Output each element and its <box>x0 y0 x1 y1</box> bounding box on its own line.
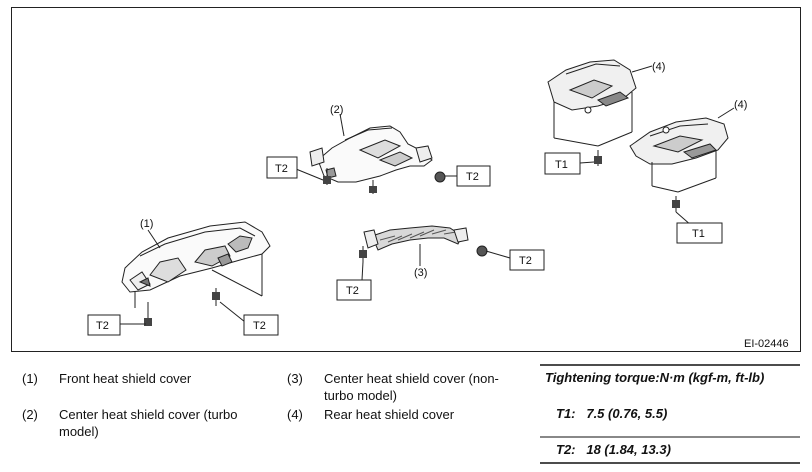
torque-t1: T1: 7.5 (0.76, 5.5) <box>556 406 668 421</box>
torque-t2: T2: 18 (1.84, 13.3) <box>556 442 671 457</box>
callout-2: (2) <box>330 104 343 116</box>
torque-box: T1 <box>676 222 723 244</box>
callout-3: (3) <box>414 267 427 279</box>
bolt-icon <box>212 288 220 306</box>
torque-box: T2 <box>243 314 279 336</box>
torque-box: T2 <box>87 314 121 336</box>
svg-text:T2: T2 <box>519 255 532 267</box>
bolt-icon <box>672 196 680 212</box>
torque-box: T1 <box>544 152 581 175</box>
bolt-icon <box>144 302 152 326</box>
legend-number: (2) <box>22 407 38 422</box>
legend-text: Front heat shield cover <box>59 371 192 386</box>
torque-box: T2 <box>509 249 545 271</box>
bolt-icon <box>594 150 602 166</box>
legend-text: Center heat shield cover (non-turbo mode… <box>324 371 499 403</box>
torque-heading: Tightening torque:N·m (kgf-m, ft-lb) <box>545 370 765 385</box>
front-heat-shield-part <box>121 221 271 308</box>
svg-text:T2: T2 <box>346 285 359 297</box>
figure-id: EI-02446 <box>744 338 789 350</box>
diagram-frame <box>11 7 801 352</box>
torque-box: T2 <box>266 156 298 179</box>
nut-icon <box>434 171 446 183</box>
legend-number: (4) <box>287 407 303 422</box>
callout-4-upper: (4) <box>652 61 665 73</box>
legend-number: (3) <box>287 371 303 386</box>
bolt-icon <box>359 246 367 262</box>
center-heat-shield-turbo-part <box>309 125 433 183</box>
svg-text:T2: T2 <box>275 163 288 175</box>
svg-text:T1: T1 <box>555 159 568 171</box>
center-heat-shield-nonturbo-part <box>363 225 469 251</box>
svg-text:T2: T2 <box>466 171 479 183</box>
legend-text: Rear heat shield cover <box>324 407 455 422</box>
torque-box: T2 <box>456 165 491 187</box>
legend-number: (1) <box>22 371 38 386</box>
callout-1: (1) <box>140 218 153 230</box>
legend-text: Center heat shield cover (turbo model) <box>59 407 238 439</box>
nut-icon <box>476 245 488 257</box>
callout-4-lower: (4) <box>734 99 747 111</box>
svg-text:T2: T2 <box>253 320 266 332</box>
bolt-icon <box>369 180 377 194</box>
bolt-icon <box>323 168 331 185</box>
torque-box: T2 <box>336 279 372 301</box>
rear-heat-shield-part-upper <box>547 59 637 147</box>
rear-heat-shield-part-lower <box>629 117 729 193</box>
svg-text:T1: T1 <box>692 228 705 240</box>
svg-text:T2: T2 <box>96 320 109 332</box>
